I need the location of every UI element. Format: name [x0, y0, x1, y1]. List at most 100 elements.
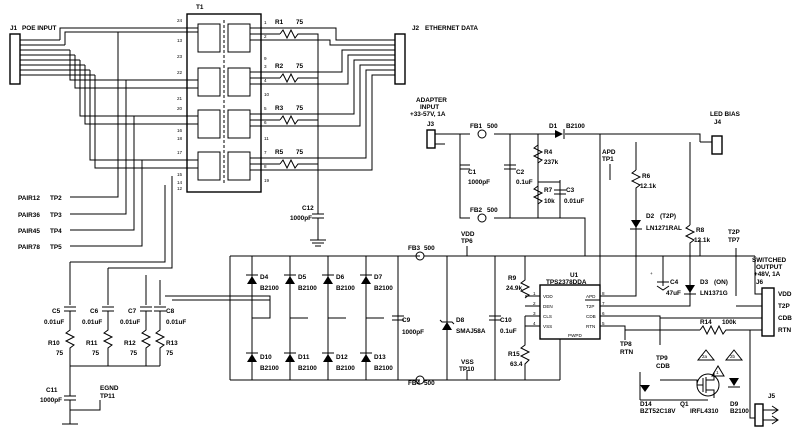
r12-ref: R12	[124, 340, 136, 347]
c5-value: 0.01uF	[44, 319, 64, 326]
d2-ref: D2	[646, 213, 655, 220]
tp9-ref: CDB	[656, 363, 670, 370]
resistor-r6	[630, 169, 642, 195]
d13-value: B2100	[374, 365, 393, 372]
bridge-diodes	[246, 274, 372, 362]
t1-body	[186, 13, 262, 193]
j6-name-line2: OUTPUT	[756, 264, 782, 271]
j1-connector-body	[9, 33, 21, 85]
pair12-label: PAIR12	[18, 195, 40, 202]
vdd-vss-rails	[424, 246, 585, 381]
resistor-r7	[532, 185, 544, 205]
ic-right_pins-2-num: 6	[602, 311, 605, 316]
transformer-right_pins-0: 1	[264, 20, 267, 25]
r13-ref: R13	[166, 340, 178, 347]
j4-connector-body	[711, 135, 723, 155]
r15-ref: R15	[508, 351, 520, 358]
r12-value: 75	[130, 350, 138, 357]
j6-connector-body	[761, 287, 775, 337]
c4-ref: C4	[670, 279, 679, 286]
j3-name-line2: INPUT	[420, 104, 439, 111]
r1-ref: R1	[275, 19, 284, 26]
ic-right_pins-1-name: T2P	[586, 304, 594, 309]
j3-connector-body	[426, 129, 436, 149]
fb2-ferrite	[477, 213, 487, 223]
fb3-ref: FB3	[408, 245, 421, 252]
r14-ref: R14	[700, 319, 712, 326]
j1-name: POE INPUT	[22, 25, 57, 32]
j1-pin-wires	[20, 27, 175, 169]
transformer-right_pins-11: 19	[264, 178, 270, 183]
j4-name: LED BIAS	[710, 111, 741, 118]
ic-right_pins-0-num: 8	[602, 291, 605, 296]
j2-connector-body	[394, 33, 406, 85]
flag-1: 1	[716, 370, 719, 375]
resistor-r8	[684, 224, 696, 250]
d1-diode	[555, 129, 565, 139]
transformer-right_pins-8: 9	[264, 56, 267, 61]
r15-value: 63.4	[510, 361, 523, 368]
r5-value: 75	[296, 149, 304, 156]
c9-value: 1000pF	[402, 329, 424, 336]
r10-value: 75	[56, 350, 64, 357]
d5-value: B2100	[298, 285, 317, 292]
ic-right_pins-0-name: APD	[586, 294, 596, 299]
r13-value: 75	[166, 350, 174, 357]
d3-tag: (ON)	[714, 279, 728, 286]
c8-ref: C8	[166, 308, 175, 315]
resistor-r3	[279, 114, 301, 126]
fb3-value: 500	[424, 245, 435, 252]
tp6-ref: TP6	[461, 238, 473, 245]
d1-value: B2100	[566, 123, 585, 130]
resistor-r2	[279, 72, 301, 84]
c8-value: 0.01uF	[166, 319, 186, 326]
d9-value: B2100	[730, 408, 749, 415]
d5-ref: D5	[298, 274, 307, 281]
ic-left_pins-3-name: VSS	[543, 324, 552, 329]
fb4-ref: FB4	[408, 380, 421, 387]
j5-wiring	[763, 405, 779, 425]
j6-spec: +48V, 1A	[754, 271, 781, 278]
c7-ref: C7	[128, 308, 137, 315]
j3-name-line1: ADAPTER	[416, 97, 447, 104]
r5-ref: R5	[275, 149, 284, 156]
d3-led	[684, 285, 696, 295]
tp9-net: TP9	[656, 355, 668, 362]
fb1-ferrite	[477, 129, 487, 139]
ic-left_pins-0-num: 1	[533, 291, 536, 296]
transformer-left_pins-5: 20	[177, 106, 183, 111]
c10-value: 0.1uF	[500, 328, 517, 335]
c11-ref: C11	[46, 387, 58, 394]
transformer-left_pins-7: 18	[177, 136, 183, 141]
ic-left_pins-2-num: 3	[533, 311, 536, 316]
r6-value: 12.1k	[640, 183, 656, 190]
d12-value: B2100	[336, 365, 355, 372]
u1-pad: PWPD	[568, 333, 582, 338]
transformer-left_pins-0: 24	[177, 18, 183, 23]
fb2-value: 500	[487, 207, 498, 214]
r9-ref: R9	[508, 275, 517, 282]
c4-plus: +	[650, 271, 653, 276]
r11-ref: R11	[86, 340, 98, 347]
tp10-net: VSS	[461, 359, 475, 366]
resistor-r5	[279, 158, 301, 170]
transformer-right_pins-2: 3	[264, 64, 267, 69]
r11-value: 75	[92, 350, 100, 357]
c3-ref: C3	[566, 187, 575, 194]
tp3-label: TP3	[50, 212, 62, 219]
ic-right_pins-3-name: RTN	[586, 324, 595, 329]
flag-2a: 2a	[702, 354, 708, 359]
c10-ref: C10	[500, 317, 512, 324]
d3-ref: D3	[700, 279, 709, 286]
c11-value: 1000pF	[40, 397, 62, 404]
u1-value: TPS2378DDA	[546, 279, 587, 286]
transformer-left_pins-10: 14	[177, 180, 183, 185]
tp5-label: TP5	[50, 244, 62, 251]
ic-left_pins-3-num: 4	[533, 321, 536, 326]
j6-pin-t2p: T2P	[778, 303, 790, 310]
transformer-right_pins-3: 4	[264, 78, 267, 83]
d8-value: SMAJ58A	[456, 328, 486, 335]
